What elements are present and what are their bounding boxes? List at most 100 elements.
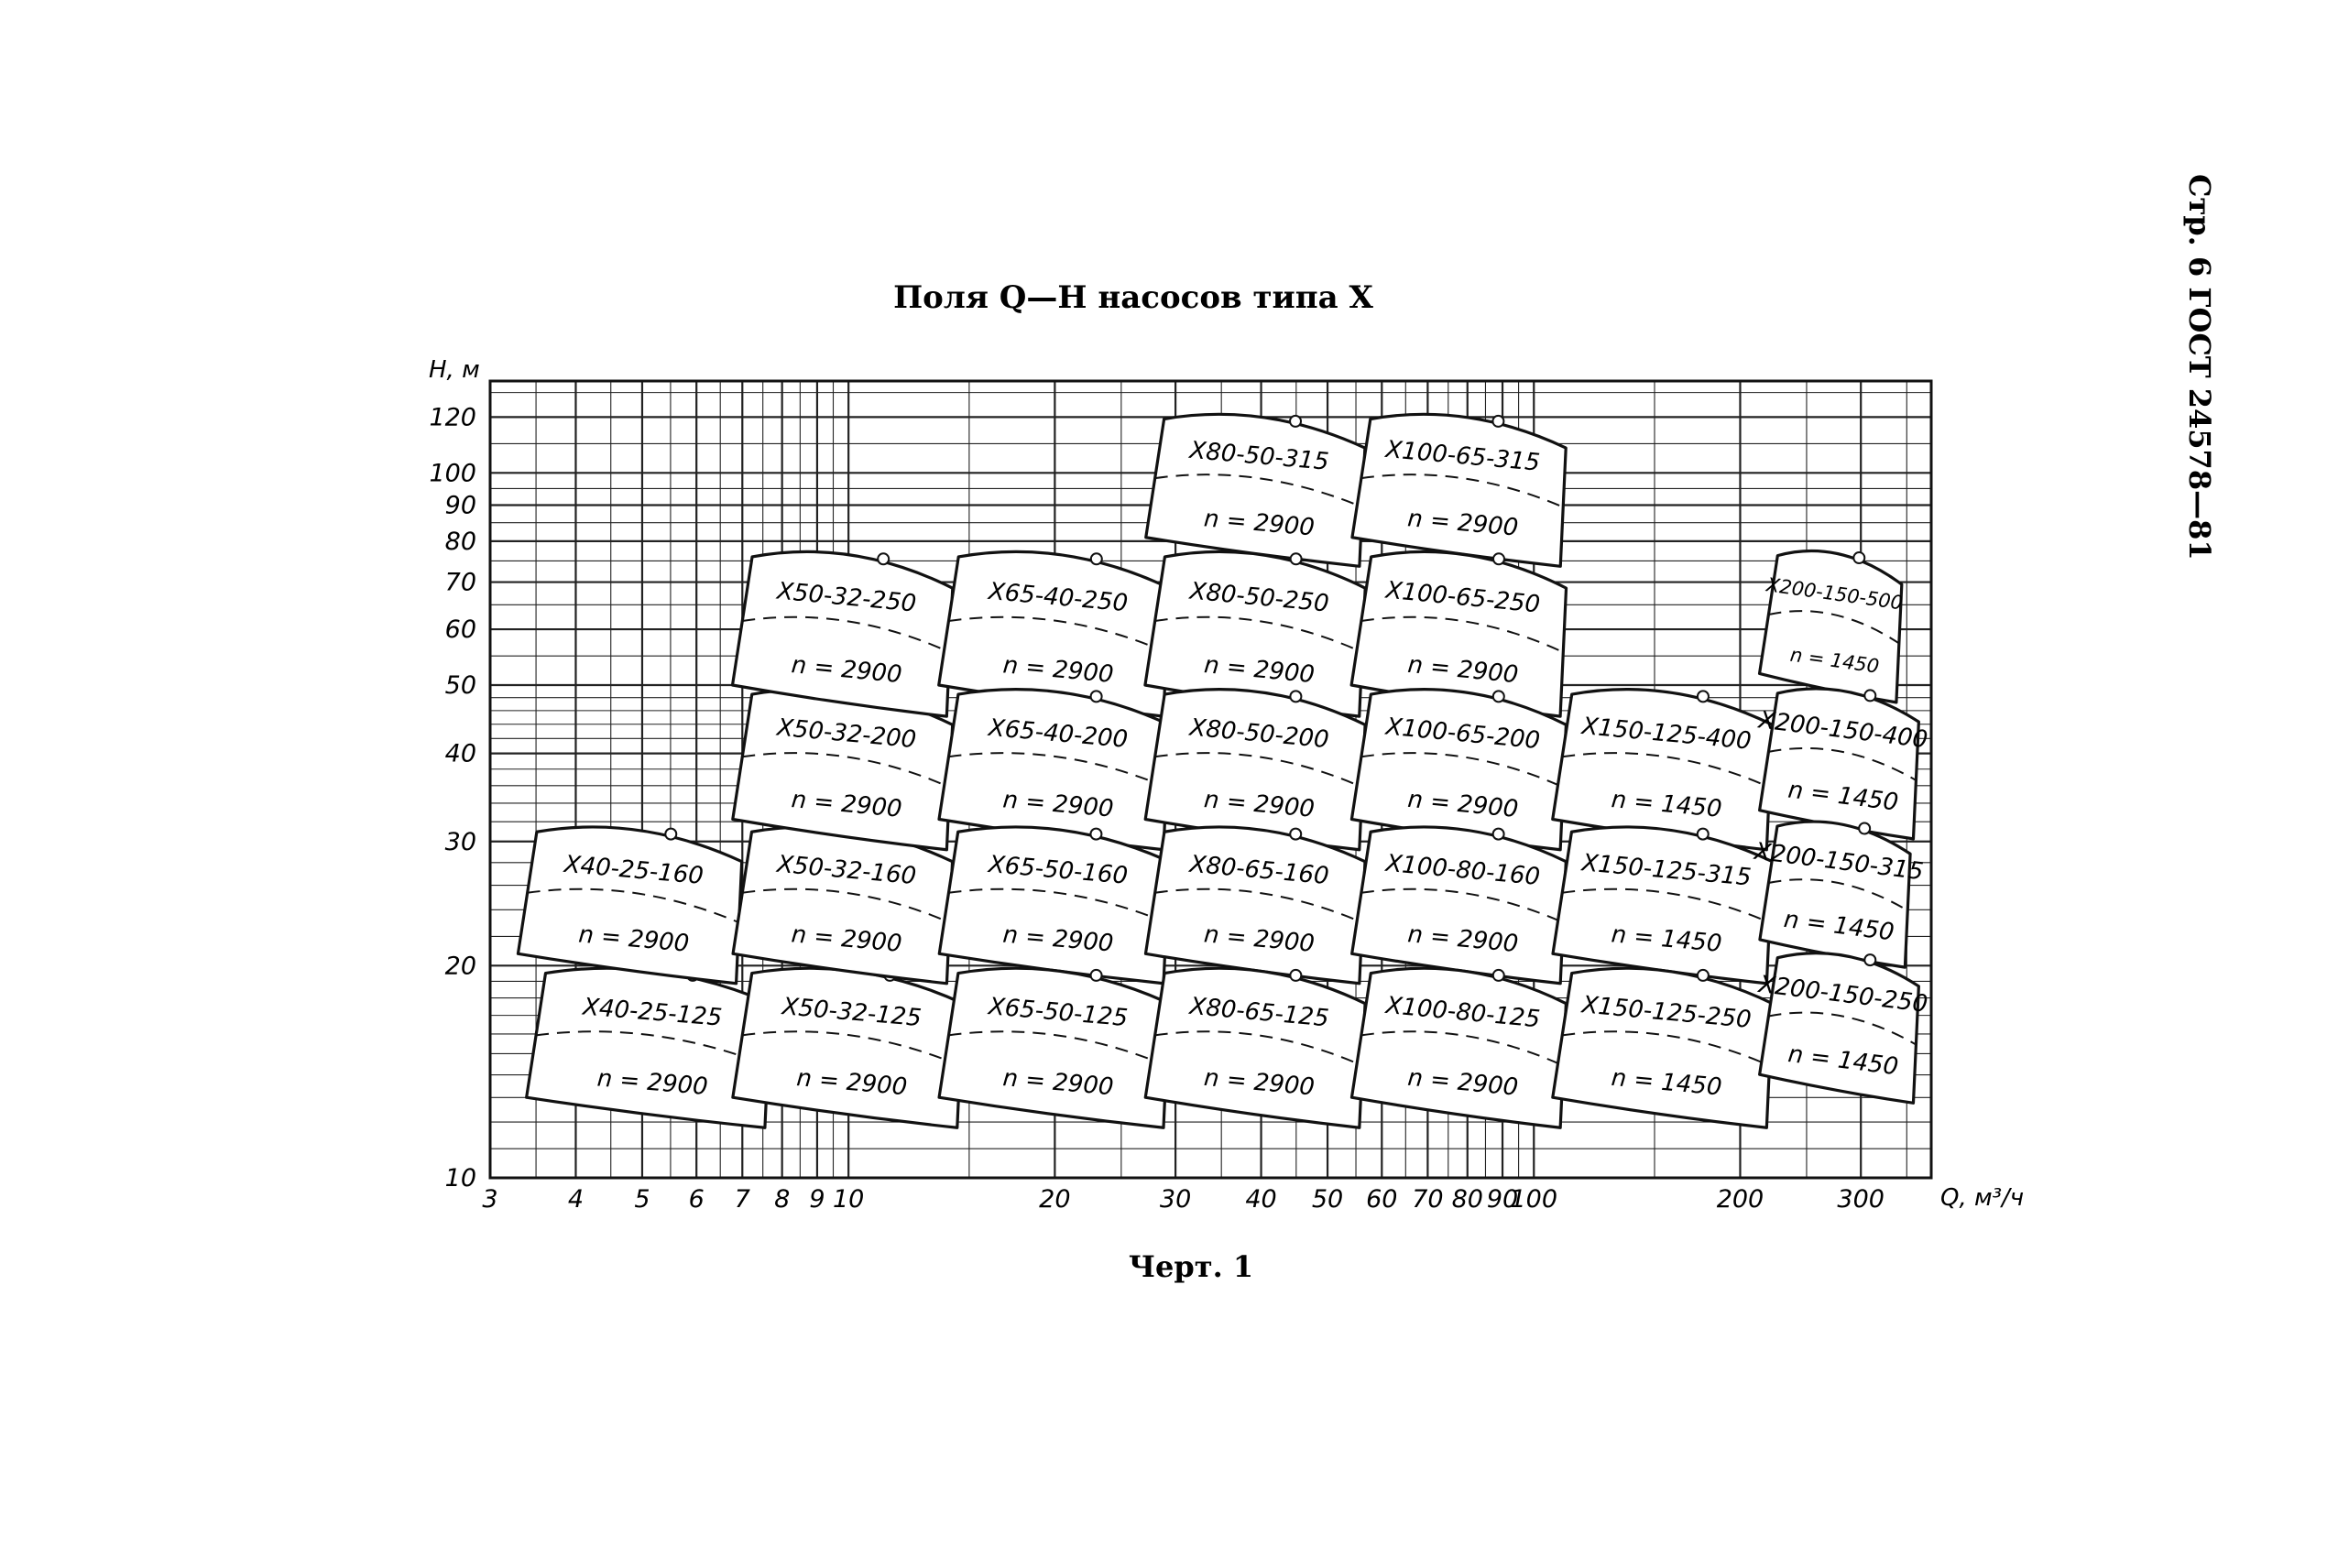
pump-field-outline xyxy=(1349,687,1568,852)
pump-field-dashed-curve xyxy=(1562,1030,1770,1067)
y-axis-label: Н, м xyxy=(429,356,480,384)
pump-field-marker xyxy=(1289,827,1303,841)
pump-field-outline xyxy=(1144,412,1367,568)
y-tick-label: 60 xyxy=(445,615,476,644)
pump-field-marker xyxy=(1858,822,1872,835)
pump-field-dashed-curve xyxy=(1154,474,1363,508)
pump-field-dashed-curve xyxy=(1154,615,1363,654)
pump-field-dashed-curve xyxy=(1360,615,1564,654)
pump-field-dashed-curve xyxy=(1360,752,1564,789)
pump-field-marker xyxy=(1696,827,1710,841)
pump-field-marker xyxy=(1863,689,1877,702)
x-tick-label: 90 xyxy=(1487,1185,1518,1214)
x-tick-label: 80 xyxy=(1452,1185,1483,1214)
x-tick-label: 9 xyxy=(809,1185,825,1214)
x-axis-label: Q, м³/ч xyxy=(1940,1184,2024,1212)
pump-field-marker xyxy=(1089,690,1103,703)
pump-field-marker xyxy=(1289,690,1303,703)
x-tick-label: 3 xyxy=(482,1185,497,1214)
pump-field-dashed-curve xyxy=(535,1030,769,1067)
pump-field-dashed-curve xyxy=(1154,887,1363,924)
pump-field-dashed-curve xyxy=(1768,610,1900,645)
pump-field-marker xyxy=(1491,968,1505,982)
pump-field-marker xyxy=(1863,953,1877,967)
pump-field-dashed-curve xyxy=(1154,752,1363,789)
x-tick-label: 5 xyxy=(634,1185,650,1214)
pump-field-marker xyxy=(1089,552,1103,566)
x-tick-label: 40 xyxy=(1245,1185,1276,1214)
x-tick-label: 6 xyxy=(689,1185,705,1214)
pump-field-outline xyxy=(525,966,772,1129)
pump-field-dashed-curve xyxy=(742,615,950,654)
pump-field-outline xyxy=(731,825,955,985)
pump-field-outline xyxy=(1758,687,1920,841)
pump-field-outline xyxy=(1349,966,1568,1129)
pump-field-outline xyxy=(937,966,1171,1129)
pump-field-dashed-curve xyxy=(1562,752,1770,789)
pump-field-dashed-curve xyxy=(1768,747,1917,781)
pump-field-dashed-curve xyxy=(1360,1030,1564,1067)
pump-field-outline xyxy=(1143,688,1367,852)
x-tick-label: 100 xyxy=(1510,1185,1557,1214)
pump-field-dashed-curve xyxy=(948,615,1167,654)
x-tick-label: 300 xyxy=(1837,1185,1885,1214)
pump-field-marker xyxy=(1289,414,1303,428)
y-tick-label: 40 xyxy=(445,740,476,768)
y-tick-label: 30 xyxy=(445,828,476,856)
y-tick-label: 50 xyxy=(445,671,476,700)
pump-field-outline xyxy=(1757,549,1904,704)
pump-field-dashed-curve xyxy=(742,752,950,789)
x-tick-label: 10 xyxy=(833,1185,864,1214)
chart-title: Поля Q—H насосов типа X xyxy=(893,279,1373,316)
plot-frame xyxy=(488,379,1933,1180)
x-tick-label: 70 xyxy=(1412,1185,1443,1214)
page-side-label: Стр. 6 ГОСТ 24578—81 xyxy=(2182,174,2217,561)
pump-field-marker xyxy=(1491,690,1505,703)
x-tick-label: 4 xyxy=(568,1185,584,1214)
pump-field-dashed-curve xyxy=(1154,1030,1363,1067)
pump-field-marker xyxy=(1852,551,1866,565)
pump-field-marker xyxy=(1089,827,1103,841)
pump-field-marker xyxy=(664,827,678,841)
pump-field-outline xyxy=(1350,412,1568,568)
x-tick-label: 7 xyxy=(735,1185,750,1214)
pump-field-marker xyxy=(1491,827,1505,841)
pump-field-outline xyxy=(937,688,1171,852)
pump-field-dashed-curve xyxy=(948,887,1167,924)
pump-field-dashed-curve xyxy=(948,752,1167,789)
pump-field-dashed-curve xyxy=(1360,474,1564,508)
pump-field-marker xyxy=(1491,552,1505,566)
pump-field-outline xyxy=(1551,825,1775,985)
pump-field-marker xyxy=(1289,552,1303,566)
pump-field-marker xyxy=(1289,968,1303,982)
y-tick-label: 10 xyxy=(445,1164,476,1192)
pump-field-dashed-curve xyxy=(948,1030,1167,1067)
y-tick-label: 70 xyxy=(445,569,476,597)
pump-field-dashed-curve xyxy=(742,887,950,924)
x-tick-label: 20 xyxy=(1039,1185,1070,1214)
pump-field-dashed-curve xyxy=(742,1030,961,1067)
pump-field-marker xyxy=(1491,414,1505,428)
pump-field-dashed-curve xyxy=(1562,887,1770,924)
